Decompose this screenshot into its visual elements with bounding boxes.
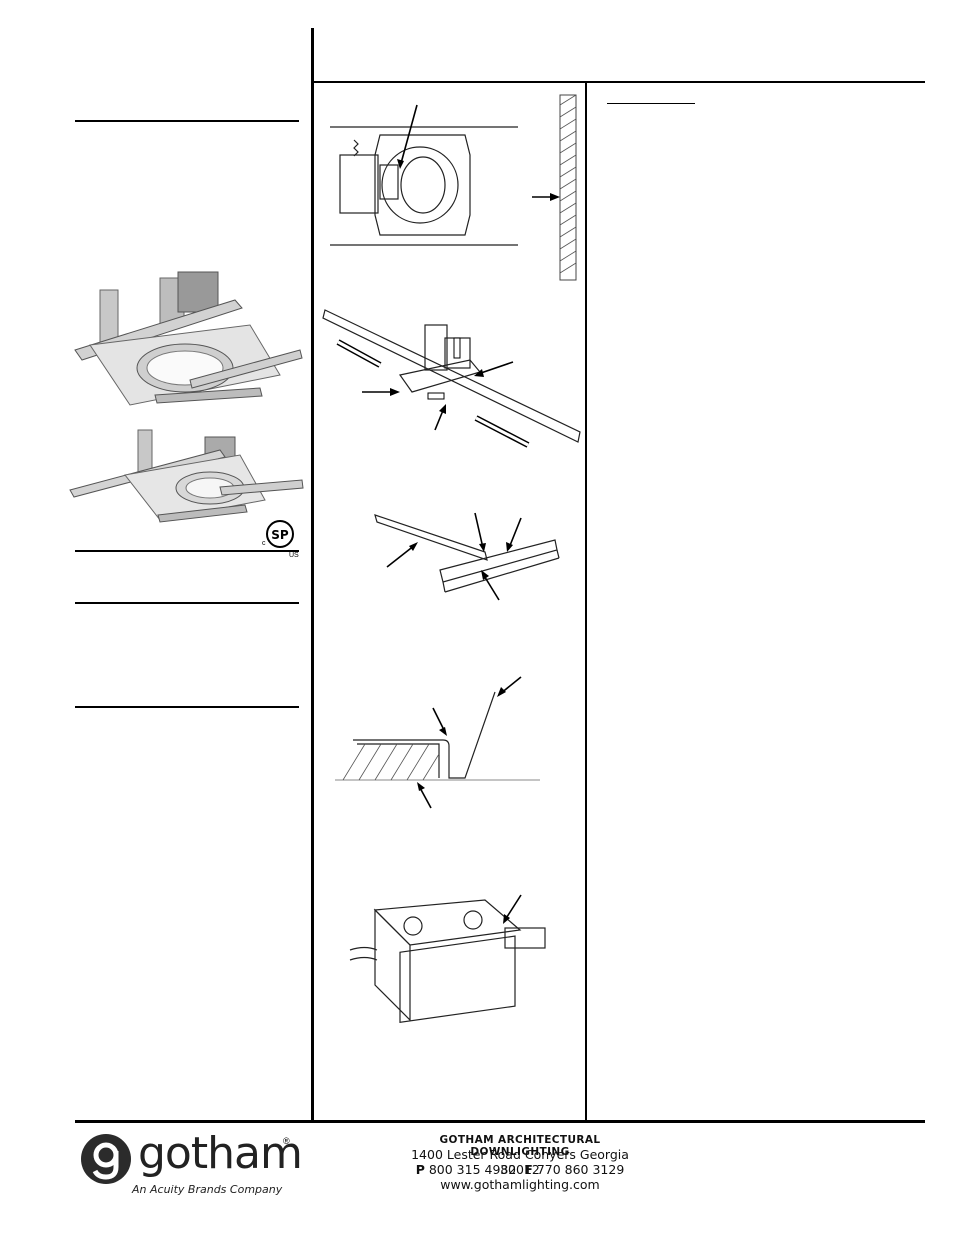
fax-number: 770 860 3129 xyxy=(536,1162,625,1177)
csa-us-label: US xyxy=(289,552,299,559)
brand-subtitle: An Acuity Brands Company xyxy=(132,1183,283,1196)
brand-registered-mark: ® xyxy=(283,1136,290,1146)
company-name: GOTHAM ARCHITECTURAL DOWNLIGHTING xyxy=(439,1134,601,1158)
svg-text:SP: SP xyxy=(271,528,289,542)
footer-rule xyxy=(75,1120,925,1123)
left-section-rule-4 xyxy=(75,706,299,708)
left-section-rule-1 xyxy=(75,120,299,122)
csa-mark-icon: SP xyxy=(266,520,294,548)
center-divider-left xyxy=(311,28,314,1120)
header-rule xyxy=(313,81,925,83)
left-section-rule-3 xyxy=(75,602,299,604)
figure-4-ceiling-section xyxy=(335,676,540,809)
gotham-g-logo-icon xyxy=(81,1134,131,1184)
phone-label: P xyxy=(415,1162,425,1177)
center-divider-right xyxy=(585,82,587,1120)
product-photo-2 xyxy=(69,429,304,523)
contact-line: P 800 315 4982 F 770 860 3129 xyxy=(390,1162,650,1177)
figure-5-junction-box xyxy=(349,894,546,1023)
notes-underline xyxy=(607,103,695,104)
figure-3-tbar-clip xyxy=(374,512,560,601)
figure-1-top-view xyxy=(330,94,577,281)
brand-wordmark: gotham xyxy=(138,1128,303,1179)
phone-number: 800 315 4982 xyxy=(428,1162,517,1177)
csa-c-label: c xyxy=(262,540,266,547)
fax-label: F xyxy=(524,1162,533,1177)
product-photo-1 xyxy=(74,271,303,406)
left-section-rule-2 xyxy=(75,550,299,552)
website-link[interactable]: www.gothamlighting.com xyxy=(440,1177,600,1192)
figure-2-bar-hanger xyxy=(322,309,581,448)
company-address: 1400 Lester Road Conyers Georgia 30012 xyxy=(411,1147,629,1177)
